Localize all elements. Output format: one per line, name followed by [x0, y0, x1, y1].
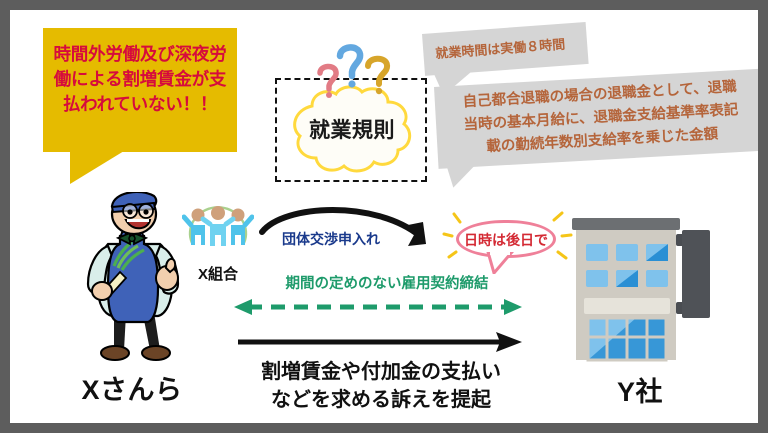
- diagram-canvas: 時間外労働及び深夜労 働による割増賃金が支 払われていない！！ 就業規則 就業時…: [10, 10, 758, 423]
- worker-complaint-bubble-tail: [70, 151, 124, 184]
- worker-complaint-bubble: 時間外労働及び深夜労 働による割増賃金が支 払われていない！！: [43, 28, 237, 152]
- employment-contract-arrow: [234, 299, 522, 315]
- lawsuit-label: 割増賃金や付加金の支払い などを求める訴えを提起: [228, 358, 534, 414]
- question-mark-red: [317, 63, 339, 98]
- work-hours-text: 就業時間は実働８時間: [434, 36, 566, 62]
- negotiation-request-label: 団体交渉申入れ: [282, 231, 380, 247]
- company-reply-bubble-tail: [486, 252, 514, 274]
- question-marks-group: [317, 44, 391, 98]
- lawsuit-line-2: などを求める訴えを提起: [271, 389, 491, 411]
- lawsuit-line-1: 割増賃金や付加金の支払い: [261, 361, 501, 383]
- negotiation-request-arrow: [259, 207, 426, 246]
- company-reply-text: 日時は後日で: [464, 232, 548, 248]
- lawsuit-arrow: [238, 332, 522, 352]
- company-building-illustration: [572, 218, 710, 362]
- worker-complaint-line-3: 払われていない！！: [62, 94, 218, 114]
- work-rules-label: 就業規則: [309, 119, 395, 142]
- worker-label: Xさんら: [81, 375, 183, 405]
- question-mark-blue: [336, 44, 364, 88]
- retirement-allowance-bubble: 自己都合退職の場合の退職金として、退職 当時の基本月給に、退職金支給基準率表記 …: [434, 68, 758, 169]
- worker-complaint-line-1: 時間外労働及び深夜労: [53, 44, 227, 64]
- employment-contract-label: 期間の定めのない雇用契約締結: [285, 276, 489, 292]
- worker-complaint-line-2: 働による割増賃金が支: [53, 69, 227, 89]
- union-people-icon: [182, 206, 254, 246]
- sparkle-lines: [442, 211, 573, 260]
- work-hours-bubble: 就業時間は実働８時間: [422, 21, 589, 76]
- union-label: X組合: [197, 266, 238, 283]
- cloud-shape: [293, 85, 412, 173]
- company-label: Y社: [616, 377, 663, 407]
- worker-illustration: [86, 192, 180, 361]
- question-mark-gold: [365, 55, 391, 95]
